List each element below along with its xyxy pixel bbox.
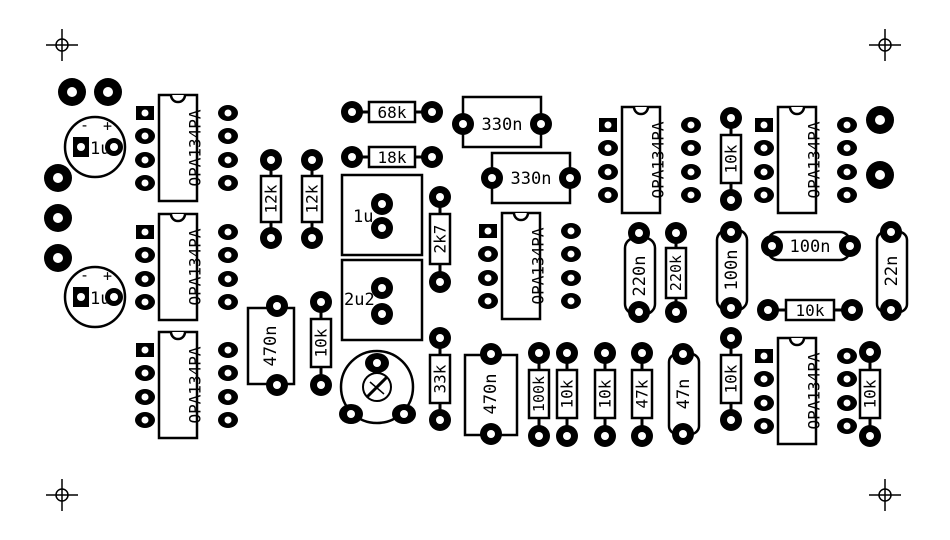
capacitor-value: 47n [674,379,694,410]
ic-u4: OPA134PA [478,211,581,321]
box-capacitor-value: 1u [353,207,373,227]
pad [44,204,72,232]
resistor-12k-b: 12k [300,149,324,249]
capacitor-470n-b: 470n [463,343,519,445]
registration-mark-bottom-right [869,479,901,511]
pad [44,244,72,272]
resistor-value: 10k [596,379,615,408]
resistor-value: 12k [303,184,322,213]
ic-label: OPA134PA [186,109,205,186]
resistor-10k-c: 10k [593,342,617,447]
ic-u3: OPA134PA [135,330,238,440]
film-capacitor-value: 330n [511,169,552,189]
film-capacitor-330n-b: 330n [481,151,581,205]
resistor-value: 33k [431,364,450,393]
resistor-2k7: 2k7 [428,186,452,293]
ic-u2: OPA134PA [135,212,238,322]
ic-u1: OPA134PA [135,93,238,203]
ic-u5: OPA134PA [598,105,701,215]
resistor-10k-f: 10k [858,341,882,447]
box-capacitor-1u: 1u [340,173,424,257]
resistor-47k: 47k [630,342,654,447]
capacitor-100n-v: 100n [715,221,749,319]
resistor-10k-b: 10k [555,342,579,447]
ic-u7: OPA134PA [754,336,857,446]
resistor-18k: 18k [341,145,443,169]
resistor-value: 12k [262,184,281,213]
ic-label: OPA134PA [805,352,824,429]
capacitor-220n: 220n [623,222,657,323]
trimmer-potentiometer [339,349,416,425]
resistor-10k-h: 10k [757,298,863,322]
ic-u6: OPA134PA [754,105,857,215]
resistor-value: 220k [667,255,685,291]
resistor-10k-d: 10k [719,107,743,211]
registration-marks [46,29,901,511]
resistor-value: 68k [378,103,407,122]
film-capacitor-100n: 100n [761,230,861,262]
resistor-value: 100k [530,376,548,412]
pad [866,106,894,134]
resistor-100k: 100k [527,342,551,447]
film-capacitor-value: 330n [482,115,523,135]
resistor-value: 10k [722,144,741,173]
resistor-value: 10k [861,379,880,408]
ic-label: OPA134PA [186,228,205,305]
polarity-minus: - [80,266,89,284]
capacitor-value: 470n [261,326,281,367]
resistor-220k: 220k [664,222,688,323]
connector-pads-left [44,78,122,272]
resistor-value: 10k [558,379,577,408]
box-capacitor-2u2: 2u2 [340,258,424,342]
capacitor-47n: 47n [667,343,701,445]
electrolytic-capacitor-1: 1u - + [63,115,127,179]
resistor-value: 10k [722,364,741,393]
ic-label: OPA134PA [805,121,824,198]
resistor-10k-a: 10k [309,291,333,396]
registration-mark-top-left [46,29,78,61]
electrolytic-capacitor-value: 1u [90,139,110,159]
box-capacitor-value: 2u2 [344,290,375,310]
film-capacitor-value: 100n [790,237,831,257]
capacitor-470n-a: 470n [246,295,296,396]
ic-label: OPA134PA [649,121,668,198]
resistor-12k-a: 12k [259,149,283,249]
polarity-minus: - [80,116,89,134]
connector-pads-right [866,106,894,189]
capacitor-value: 470n [481,374,501,415]
resistor-10k-e: 10k [719,327,743,431]
electrolytic-capacitor-value: 1u [90,289,110,309]
resistor-value: 47k [633,379,652,408]
pad [94,78,122,106]
capacitor-value: 220n [630,256,650,297]
resistor-68k: 68k [341,100,443,124]
pad [866,161,894,189]
capacitor-value: 22n [882,256,902,287]
polarity-plus: + [103,267,112,285]
ic-label: OPA134PA [529,227,548,304]
resistor-value: 10k [796,301,825,320]
pad [44,164,72,192]
capacitor-22n: 22n [875,221,909,321]
electrolytic-capacitor-2: 1u - + [63,265,127,329]
polarity-plus: + [103,117,112,135]
film-capacitor-330n-a: 330n [452,95,552,149]
pad [58,78,86,106]
resistor-33k: 33k [428,327,452,431]
resistor-value: 10k [312,328,331,357]
capacitor-value: 100n [722,250,742,291]
resistor-value: 2k7 [431,225,450,254]
ic-label: OPA134PA [186,346,205,423]
registration-mark-bottom-left [46,479,78,511]
resistor-value: 18k [378,148,407,167]
registration-mark-top-right [869,29,901,61]
